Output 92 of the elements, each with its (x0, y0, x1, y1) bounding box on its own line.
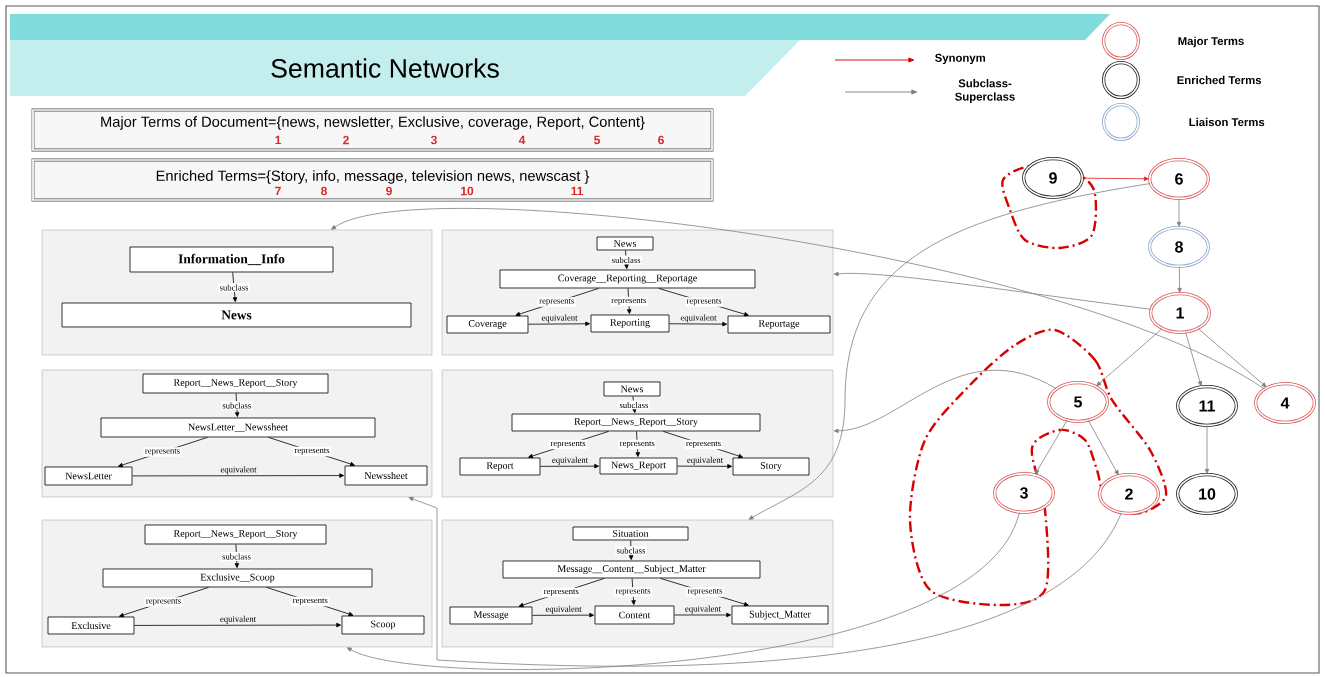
concept-box: NewsLetter (44, 466, 133, 486)
edge-label: represents (549, 439, 587, 450)
edge-label: equivalent (687, 456, 723, 465)
arrow (1197, 328, 1267, 388)
arrow (232, 272, 238, 302)
title: Semantic Networks (271, 58, 499, 78)
concept-box: Report (459, 457, 541, 476)
legend-label: Subclass-Superclass (955, 79, 1015, 103)
concept-box: Message__Content__Subject_Matter (502, 560, 761, 579)
concept-box: Content (594, 605, 675, 625)
concept-box: Report__News_Report__Story (142, 373, 329, 394)
arrow (134, 622, 341, 628)
concept-box: News (596, 236, 654, 251)
arrow (234, 393, 240, 417)
arrow (833, 369, 1057, 434)
edge-label: subclass (610, 255, 642, 265)
edge-label: subclass (220, 552, 253, 561)
arrow (331, 208, 1265, 390)
arrow (408, 496, 1122, 667)
concept-box: Reporting (590, 314, 670, 333)
arrow (632, 396, 637, 413)
arrow (1096, 328, 1163, 387)
arrow (677, 464, 732, 469)
concept-box: Subject_Matter (731, 605, 829, 625)
edge-label: represents (618, 439, 657, 450)
arrow (532, 612, 594, 618)
arrow (674, 612, 731, 618)
edge-label: subclass (615, 546, 647, 555)
edge-label: represents (291, 596, 330, 607)
concept-box: Coverage__Reporting__Reportage (499, 269, 756, 289)
concept-box: Newssheet (344, 465, 428, 486)
edge-label: represents (685, 297, 723, 307)
concept-box: Exclusive (47, 616, 135, 635)
arrow (1082, 176, 1149, 181)
edge-label: equivalent (541, 314, 578, 323)
concept-box: Exclusive__Scoop (102, 568, 373, 588)
arrow (1035, 419, 1068, 475)
edge-label: subclass (618, 400, 650, 410)
edge-label: equivalent (220, 466, 257, 475)
arrow (1177, 266, 1182, 293)
edge-label: represents (293, 446, 331, 457)
concept-box: Situation (572, 526, 689, 541)
arrow (132, 473, 344, 478)
arrow (635, 431, 640, 457)
arrow (624, 250, 629, 269)
legend-label: Synonym (935, 53, 985, 65)
edge-label: represents (684, 439, 723, 450)
concept-box: News (603, 381, 661, 397)
edge-label: represents (686, 587, 724, 597)
arrow (669, 321, 727, 327)
legend-label: Liaison Terms (1189, 117, 1265, 127)
concept-box: NewsLetter__Newssheet (100, 417, 376, 438)
concept-box: Report__News_Report__Story (511, 413, 761, 432)
edge-label: represents (144, 597, 183, 607)
arrow (627, 288, 632, 314)
concept-box: Message (449, 606, 533, 625)
edge-label: represents (614, 587, 652, 597)
edge-label: subclass (218, 283, 250, 292)
term-list-box: Major Terms of Document={news, newsletter, Exclusive, coverage, Report, Content} 1 2 3 4 5 6 (31, 108, 714, 152)
term-list-box: Enriched Terms={Story, info, message, television news, newscast } 7 8 9 10 11 (31, 158, 714, 202)
legend-label: Enriched Terms (1177, 75, 1262, 85)
edge-label: equivalent (545, 605, 582, 614)
arrow (540, 463, 599, 469)
arrow (1087, 420, 1119, 475)
edge-label: equivalent (552, 456, 588, 465)
concept-box: Reportage (727, 315, 831, 334)
edge-label: represents (143, 447, 182, 457)
arrow (234, 544, 240, 568)
edge-label: represents (609, 296, 648, 307)
edge-label: represents (542, 587, 581, 598)
arrow (628, 540, 634, 560)
concept-box: News (61, 302, 412, 328)
concept-box: News_Report (599, 457, 678, 475)
arrow (1185, 331, 1203, 387)
concept-box: Report__News_Report__Story (144, 524, 327, 545)
edge-label: equivalent (680, 314, 717, 323)
edge-label: equivalent (685, 605, 721, 614)
arrow (833, 271, 1152, 310)
concept-box: Information__Info (129, 246, 334, 273)
arrow (1204, 425, 1210, 474)
edge-label: represents (537, 297, 576, 307)
arrow (347, 512, 1020, 670)
concept-box: Scoop (341, 615, 425, 635)
edge-label: subclass (221, 401, 253, 410)
legend-label: Major Terms (1178, 36, 1244, 48)
arrow (631, 578, 636, 605)
edge-label: equivalent (220, 615, 256, 624)
concept-box: Story (732, 457, 810, 476)
arrow (748, 183, 1151, 520)
concept-box: Coverage (446, 315, 529, 334)
arrow (528, 321, 590, 326)
arrow (1176, 198, 1182, 227)
